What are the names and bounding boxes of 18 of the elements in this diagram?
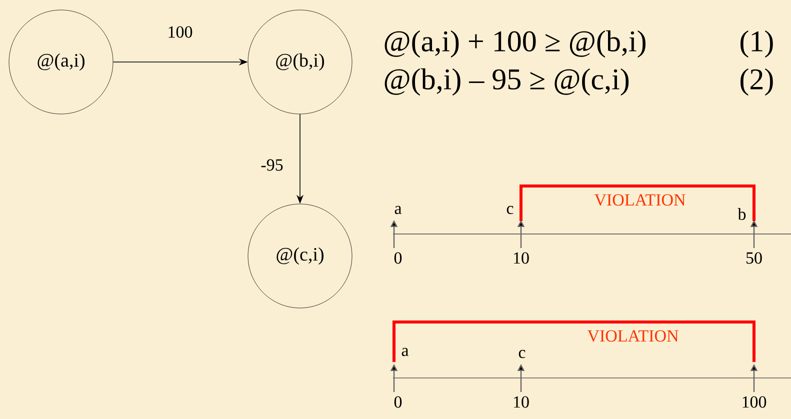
timeline-label: a (402, 348, 409, 356)
timeline-label: 10 (514, 396, 529, 408)
timeline-label: c (518, 350, 526, 358)
timeline-label: a (394, 206, 402, 214)
violation-label: VIOLATION (587, 330, 678, 342)
equation: @(b,i) – 95 ≥ @(c,i) (384, 68, 629, 96)
timeline-label: 50 (746, 252, 762, 264)
timeline-label: c (506, 206, 514, 214)
timeline-label: 10 (514, 252, 529, 264)
equation: (2) (740, 68, 773, 96)
timeline-label: 100 (742, 396, 766, 408)
timeline-label: 0 (394, 252, 402, 264)
violation-label: VIOLATION (594, 194, 686, 206)
edge-label: -95 (260, 158, 284, 172)
timeline-label: b (738, 208, 746, 220)
timeline-label: 0 (394, 396, 402, 408)
equation: (1) (740, 30, 773, 58)
equation: @(a,i) + 100 ≥ @(b,i) (384, 30, 646, 58)
